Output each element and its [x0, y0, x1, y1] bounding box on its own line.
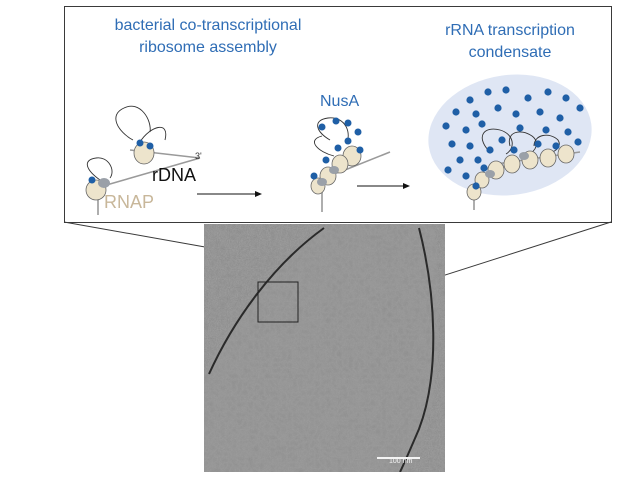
rnap-complex-icon: [310, 117, 391, 212]
condensate-blob-icon: [428, 74, 592, 196]
right-title: rRNA transcription condensate: [418, 20, 602, 64]
tomogram-image: [204, 224, 445, 472]
zoom-box-icon: [257, 281, 299, 323]
three-prime-label: 3': [195, 151, 202, 161]
nusa-dot-icon: [442, 86, 584, 190]
zoom-line-left: [63, 221, 206, 248]
rnap-complex-icon: [85, 105, 201, 215]
rdna-label: rDNA: [152, 165, 196, 185]
nusa-label: NusA: [320, 93, 360, 110]
right-title-line2: condensate: [468, 44, 552, 61]
rnap-label: RNAP: [104, 192, 155, 212]
right-title-line1: rRNA transcription: [445, 22, 575, 39]
scale-bar-label: 100 nm: [389, 458, 413, 465]
left-title: bacterial co-transcriptional ribosome as…: [79, 15, 337, 59]
left-title-line1: bacterial co-transcriptional: [114, 17, 302, 34]
rnap-complex-icon: [466, 128, 581, 210]
left-title-line2: ribosome assembly: [139, 39, 277, 56]
